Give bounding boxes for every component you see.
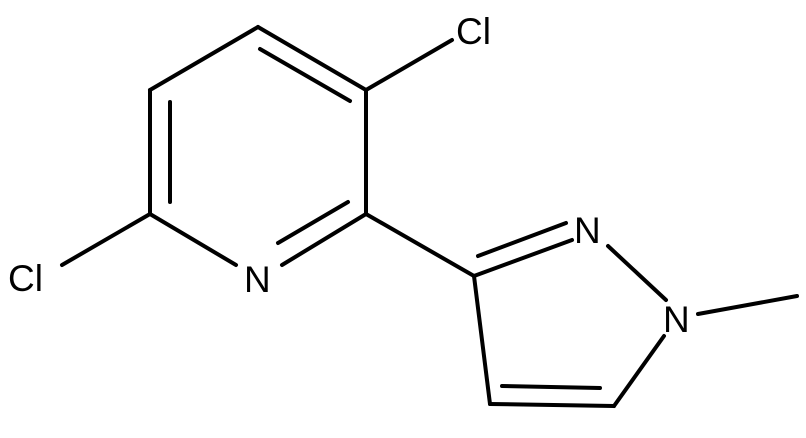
bond-c5p-c4p	[488, 402, 616, 408]
bond-c6-n1	[148, 212, 238, 267]
bond-c4-c5	[148, 25, 260, 92]
atom-labels: Cl Cl N N N	[8, 11, 690, 340]
bond-c3-c4	[256, 25, 368, 92]
bond-n1-c5p	[612, 334, 666, 408]
bond-c4p-c3p	[472, 274, 492, 406]
pyridine-nitrogen-label: N	[244, 259, 271, 300]
bond-n2-n1	[606, 244, 668, 302]
bond-c6-cl	[60, 212, 152, 267]
bond-c3-cl	[364, 38, 454, 92]
bond-n1-methyl	[696, 294, 799, 316]
bond-pyridine-pyrazole	[364, 212, 476, 278]
bond-n1-c2-inner	[276, 200, 350, 245]
pyrazole-nitrogen-1-label: N	[663, 299, 690, 340]
bond-n1-c2	[280, 212, 368, 267]
bond-c3p-n2-inner	[476, 221, 568, 258]
chlorine-label-top: Cl	[456, 11, 491, 52]
bond-c3-c4-inner	[258, 47, 352, 103]
chlorine-label-left: Cl	[8, 258, 43, 299]
bond-c3p-n2	[472, 238, 574, 278]
bond-c5p-c4p-inner	[500, 384, 602, 390]
pyrazole-nitrogen-2-label: N	[574, 210, 601, 251]
bonds	[60, 25, 799, 408]
